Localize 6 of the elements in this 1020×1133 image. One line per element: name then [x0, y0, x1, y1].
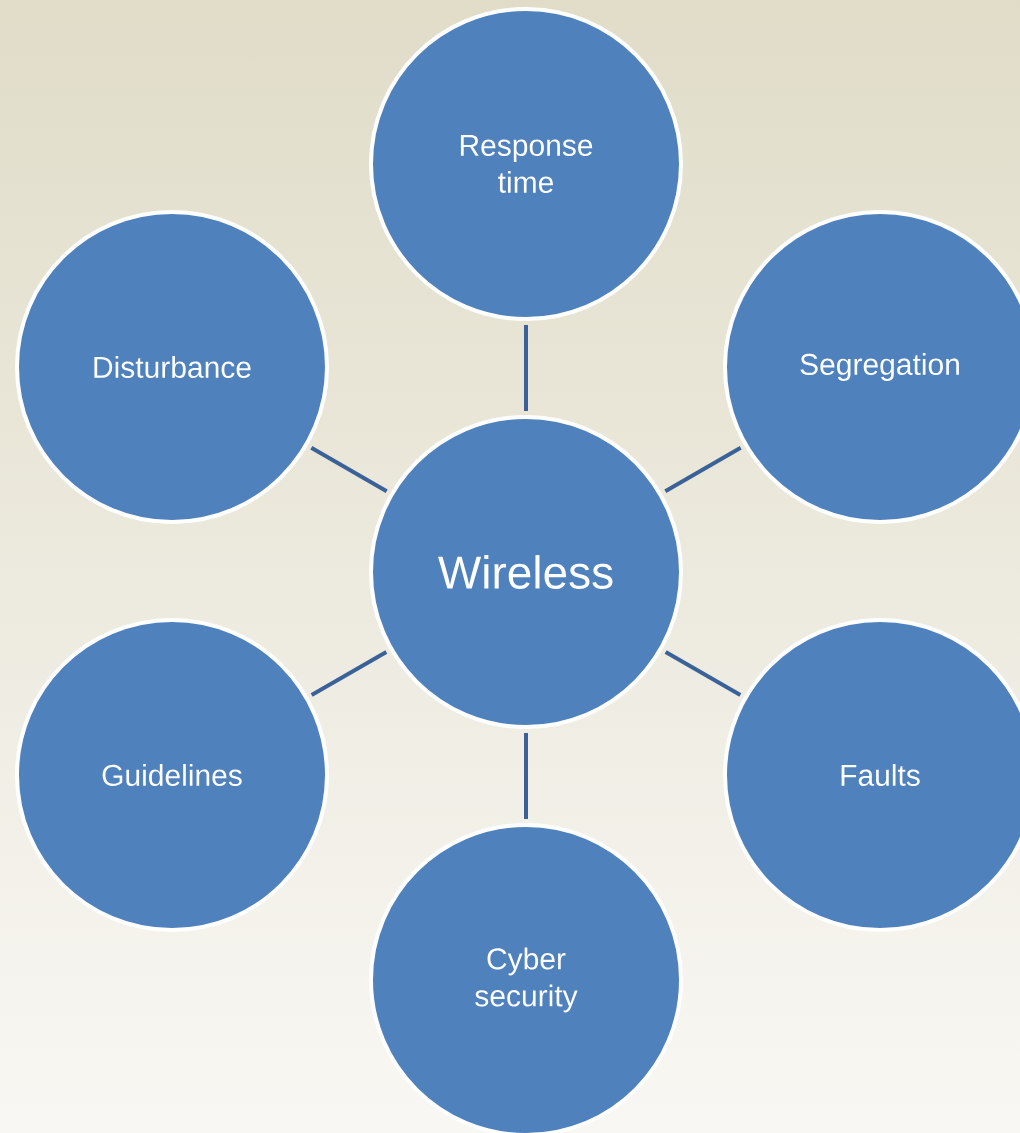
connector-line	[664, 650, 742, 697]
connector-line	[310, 650, 388, 697]
connector-line	[310, 445, 388, 494]
connector-line	[524, 733, 528, 819]
connector-line	[664, 445, 742, 494]
connector-line	[524, 325, 528, 411]
